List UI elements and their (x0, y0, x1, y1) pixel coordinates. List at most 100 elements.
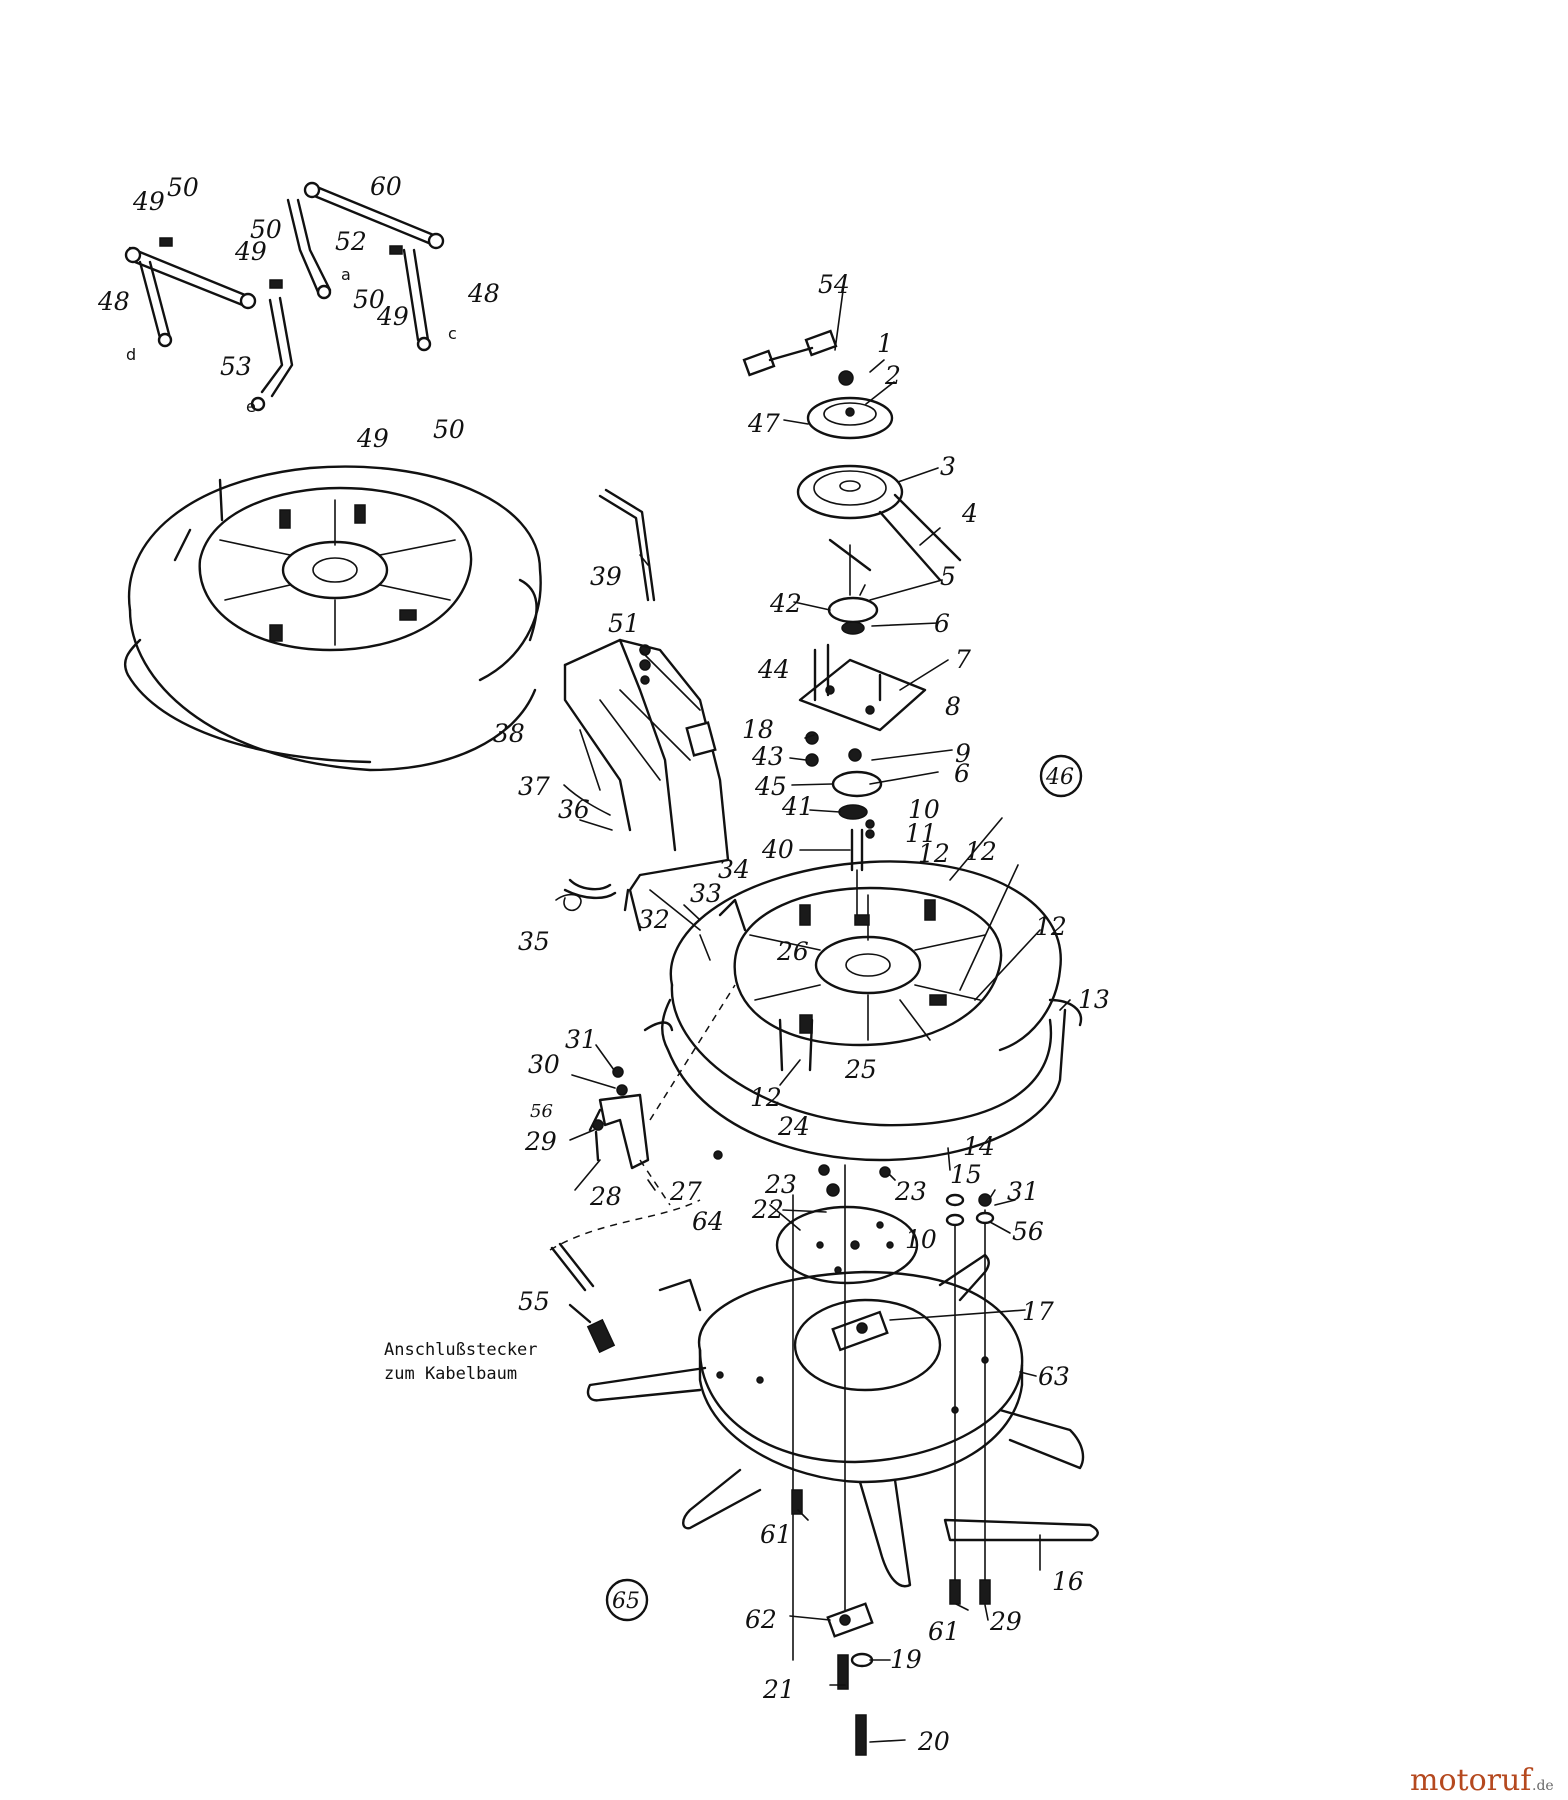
callout-60: 60 (370, 172, 402, 201)
callout-10a: 10 (908, 795, 940, 824)
callout-42: 42 (769, 589, 802, 618)
callout-6b: 6 (954, 759, 970, 788)
callout-20: 20 (917, 1727, 950, 1756)
callout-56a: 56 (530, 1101, 553, 1122)
logo-suffix: .de (1532, 1778, 1554, 1794)
circled-65: 65 (612, 1589, 640, 1614)
caption-line-2: zum Kabelbaum (384, 1364, 517, 1384)
callout-61b: 61 (928, 1617, 960, 1646)
safety-switch (549, 893, 736, 1354)
callout-27: 27 (669, 1177, 702, 1206)
leader-lines (563, 275, 1071, 1743)
callout-3: 3 (940, 452, 956, 481)
callout-21: 21 (762, 1675, 795, 1704)
caption-line-1: Anschlußstecker (384, 1340, 538, 1360)
callout-53: 53 (220, 352, 252, 381)
hardware-fasteners (791, 1164, 995, 1756)
callout-49b: 49 (234, 237, 267, 266)
callout-48b: 48 (467, 279, 500, 308)
letter-d: d (126, 345, 136, 364)
callout-54: 54 (818, 270, 850, 299)
callout-26: 26 (776, 937, 809, 966)
callout-36: 36 (558, 795, 590, 824)
mower-deck-main (643, 860, 1083, 1162)
callout-2: 2 (884, 361, 901, 390)
callout-19: 19 (890, 1645, 922, 1674)
callout-29b: 29 (989, 1607, 1022, 1636)
callout-23b: 23 (894, 1177, 927, 1206)
callout-22: 22 (751, 1195, 784, 1224)
letter-c: c (448, 324, 457, 343)
blade-assembly (586, 1205, 1099, 1588)
callout-1: 1 (877, 329, 893, 358)
callout-11: 11 (905, 819, 937, 848)
motoruf-logo: motoruf .de (1410, 1763, 1554, 1798)
callout-50a: 50 (167, 173, 199, 202)
callout-37: 37 (518, 772, 550, 801)
callout-32: 32 (638, 905, 670, 934)
callout-43: 43 (751, 742, 784, 771)
callout-24: 24 (777, 1112, 810, 1141)
callout-49c: 49 (376, 302, 409, 331)
letter-e: e (246, 397, 256, 416)
callout-12b: 12 (965, 837, 997, 866)
circled-references: 46 65 (605, 754, 1083, 1622)
callout-10b: 10 (905, 1225, 937, 1254)
callout-50d: 50 (433, 415, 465, 444)
connector-caption: Anschlußstecker zum Kabelbaum (384, 1340, 538, 1384)
callout-35: 35 (518, 927, 550, 956)
callout-39: 39 (590, 562, 622, 591)
callout-41: 41 (781, 792, 814, 821)
callout-62: 62 (745, 1605, 777, 1634)
callout-31a: 31 (565, 1025, 597, 1054)
callout-50c: 50 (353, 285, 385, 314)
callout-25: 25 (844, 1055, 877, 1084)
callout-51: 51 (608, 609, 640, 638)
discharge-chute (563, 488, 730, 932)
pulley-stack (742, 329, 962, 921)
callout-9: 9 (955, 739, 971, 768)
callout-28: 28 (589, 1182, 622, 1211)
callout-56b: 56 (1012, 1217, 1044, 1246)
callout-7: 7 (955, 645, 971, 674)
letter-a: a (341, 265, 351, 284)
circled-46: 46 (1045, 765, 1074, 790)
callout-33: 33 (690, 879, 722, 908)
callout-labels: 1 2 3 4 5 6 6 7 8 9 10 10 11 12 12 12 12… (97, 172, 1110, 1756)
callout-38: 38 (493, 719, 525, 748)
callout-12a: 12 (918, 839, 950, 868)
callout-48a: 48 (97, 287, 130, 316)
callout-50b: 50 (250, 215, 282, 244)
callout-17: 17 (1022, 1297, 1054, 1326)
logo-main: motoruf (1410, 1763, 1533, 1798)
callout-12c: 12 (1035, 912, 1067, 941)
callout-14: 14 (963, 1132, 995, 1161)
callout-44: 44 (757, 655, 790, 684)
callout-15: 15 (950, 1160, 982, 1189)
height-linkage-assembly (124, 181, 445, 412)
callout-23a: 23 (764, 1170, 797, 1199)
callout-16: 16 (1052, 1567, 1084, 1596)
callout-63: 63 (1038, 1362, 1070, 1391)
callout-55: 55 (518, 1287, 550, 1316)
callout-29a: 29 (524, 1127, 557, 1156)
callout-34: 34 (718, 855, 750, 884)
callout-49d: 49 (356, 424, 389, 453)
callout-5: 5 (940, 562, 956, 591)
callout-64: 64 (692, 1207, 724, 1236)
mower-deck-left (123, 465, 542, 772)
circle-65-ring (605, 1578, 649, 1622)
callout-45: 45 (754, 772, 787, 801)
callout-31b: 31 (1007, 1177, 1039, 1206)
callout-49a: 49 (132, 187, 165, 216)
callout-12d: 12 (750, 1083, 782, 1112)
callout-4: 4 (961, 499, 978, 528)
callout-6a: 6 (934, 609, 950, 638)
linkage-letters: a c d e (126, 265, 457, 416)
callout-8: 8 (945, 692, 961, 721)
callout-47: 47 (747, 409, 780, 438)
callout-40: 40 (761, 835, 794, 864)
callout-18: 18 (742, 715, 774, 744)
